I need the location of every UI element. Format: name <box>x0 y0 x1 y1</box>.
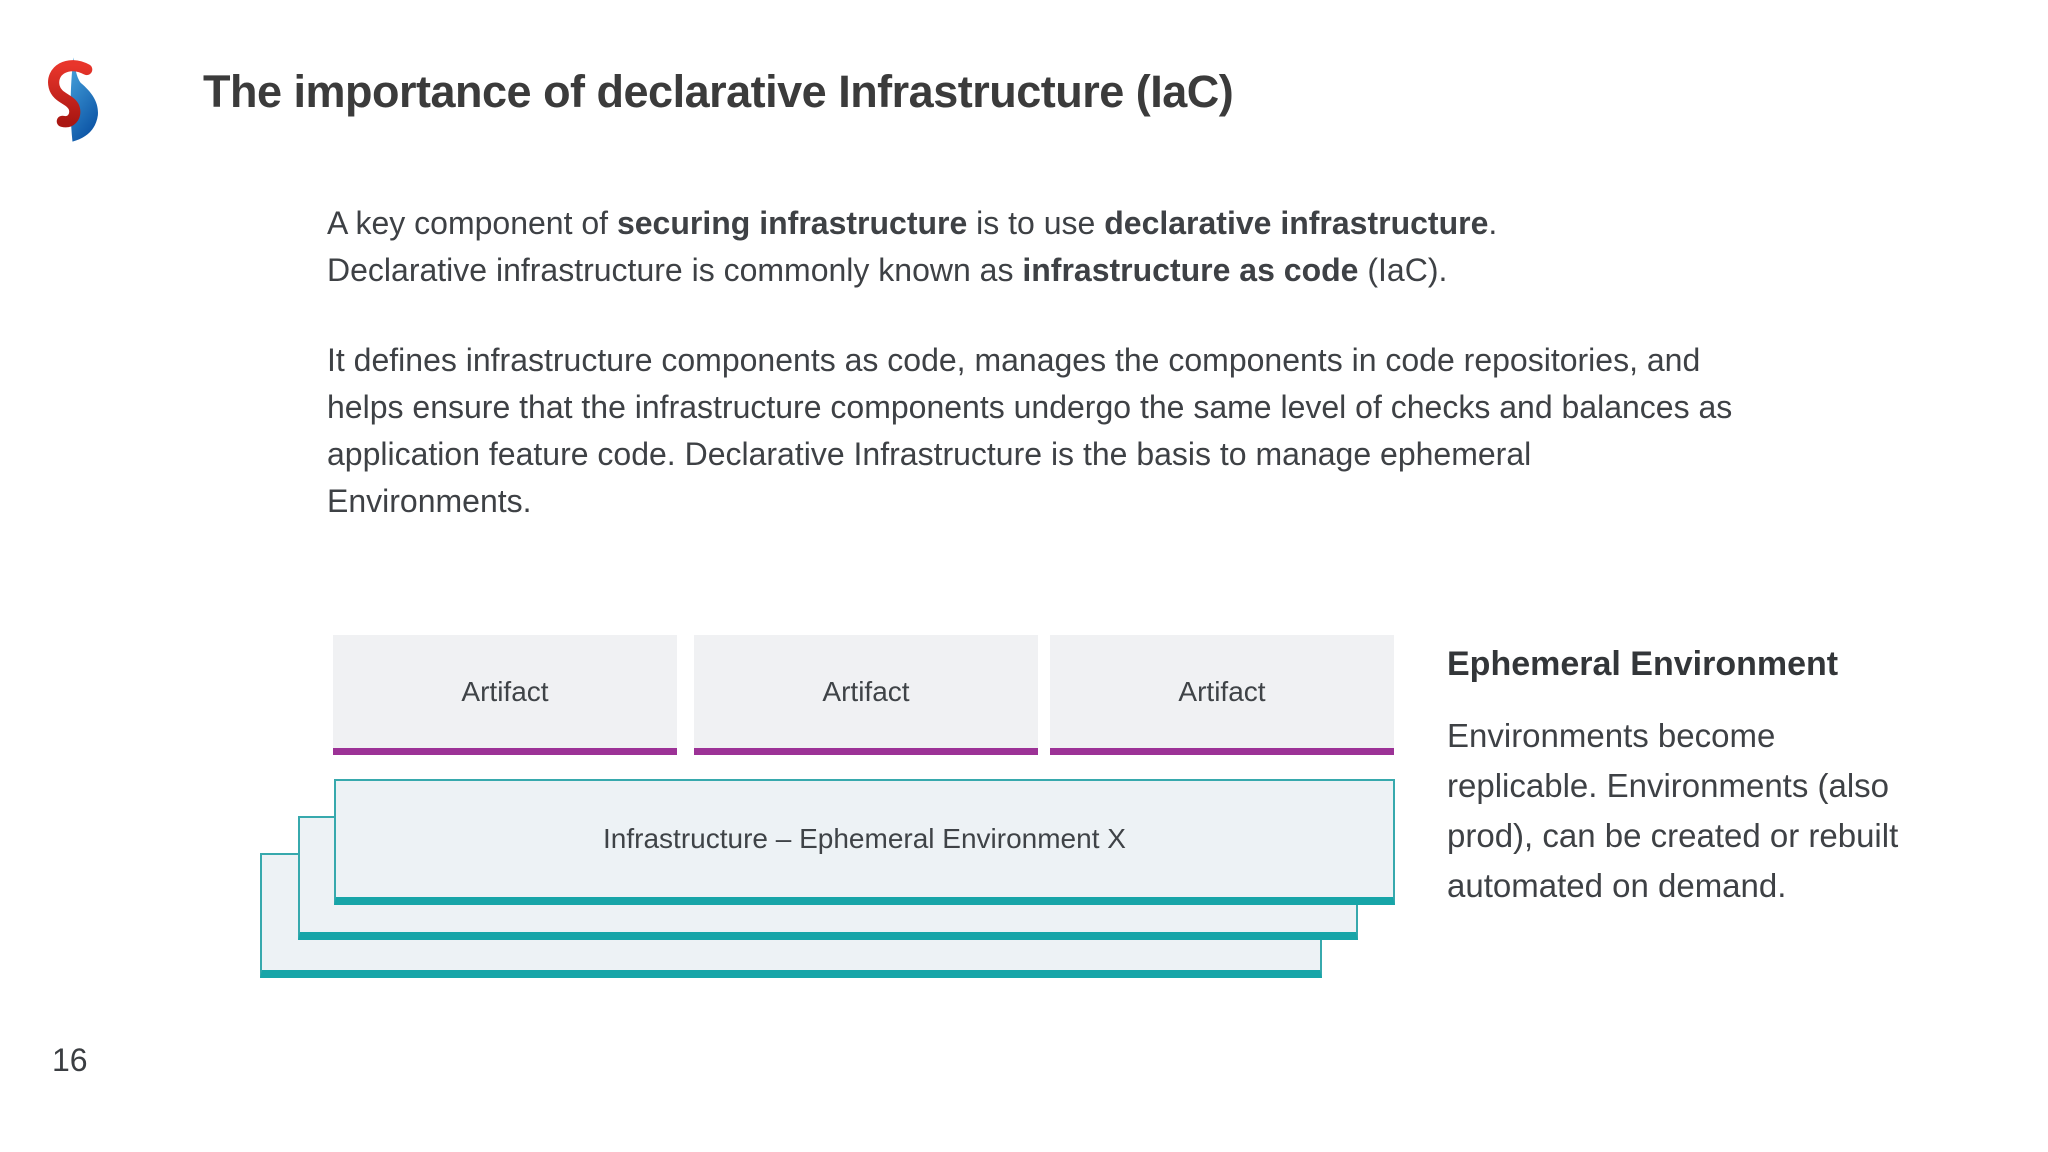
infrastructure-layer-front: Infrastructure – Ephemeral Environment X <box>334 779 1395 905</box>
intro-paragraph-1: A key component of securing infrastructu… <box>327 205 1498 288</box>
artifact-box: Artifact <box>694 635 1038 755</box>
infrastructure-label: Infrastructure – Ephemeral Environment X <box>603 823 1126 854</box>
page-title: The importance of declarative Infrastruc… <box>203 66 1234 117</box>
swisscom-logo-icon <box>48 57 98 142</box>
page-number: 16 <box>52 1042 88 1078</box>
intro-text: A key component of securing infrastructu… <box>327 200 1827 525</box>
artifact-box: Artifact <box>333 635 677 755</box>
artifact-box: Artifact <box>1050 635 1394 755</box>
intro-paragraph-2: It defines infrastructure components as … <box>327 342 1733 519</box>
side-note-heading: Ephemeral Environment <box>1447 645 1839 683</box>
artifact-label: Artifact <box>1178 675 1266 707</box>
artifact-label: Artifact <box>461 675 549 707</box>
swisscom-logo <box>42 56 106 142</box>
side-note: Ephemeral Environment Environments becom… <box>1447 643 1987 911</box>
artifact-label: Artifact <box>822 675 910 707</box>
